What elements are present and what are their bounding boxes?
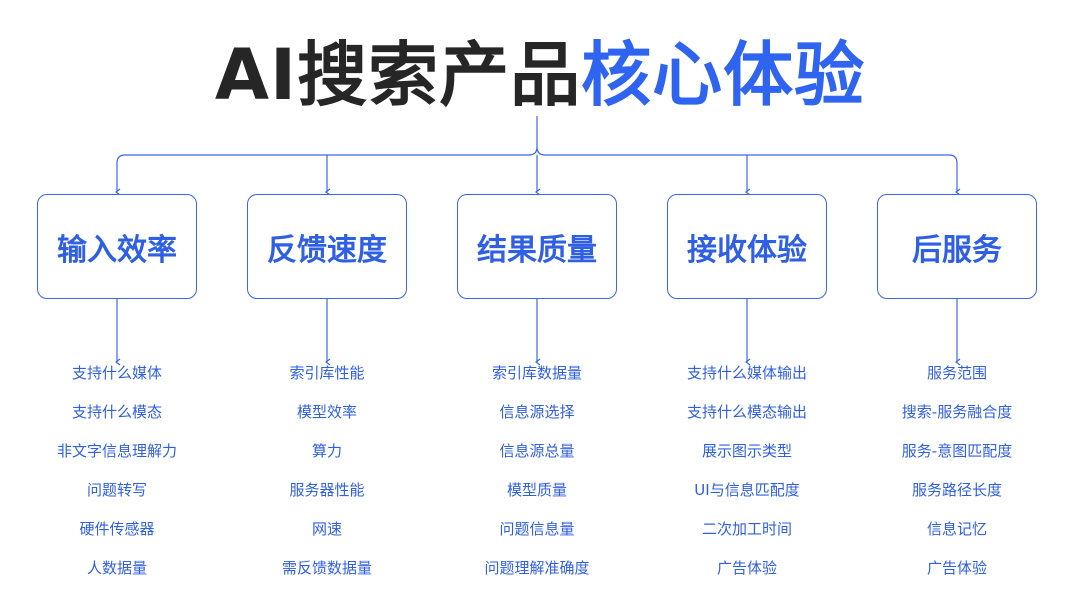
list-item: 服务范围 — [926, 364, 987, 382]
list-item: 搜索-服务融合度 — [901, 403, 1013, 421]
category-box-result-quality: 结果质量 — [457, 194, 617, 299]
list-item: UI与信息匹配度 — [694, 481, 800, 499]
list-item: 广告体验 — [716, 559, 777, 577]
category-box-after-service: 后服务 — [877, 194, 1037, 299]
list-item: 问题理解准确度 — [484, 559, 590, 577]
item-list-after-service: 服务范围搜索-服务融合度服务-意图匹配度服务路径长度信息记忆广告体验 — [857, 358, 1057, 592]
item-list-feedback-speed: 索引库性能模型效率算力服务器性能网速需反馈数据量 — [227, 358, 427, 592]
list-item: 问题转写 — [86, 481, 147, 499]
list-item: 需反馈数据量 — [281, 559, 372, 577]
item-list-input-efficiency: 支持什么媒体支持什么模态非文字信息理解力问题转写硬件传感器人数据量 — [17, 358, 217, 592]
list-item: 服务-意图匹配度 — [901, 442, 1013, 460]
category-label: 后服务 — [912, 232, 1002, 268]
list-item: 支持什么媒体 — [71, 364, 162, 382]
category-label: 结果质量 — [477, 232, 597, 268]
list-item: 硬件传感器 — [79, 520, 155, 538]
category-label: 输入效率 — [57, 232, 177, 268]
list-item: 网速 — [311, 520, 342, 538]
list-item: 信息源选择 — [499, 403, 575, 421]
item-list-receive-experience: 支持什么媒体输出支持什么模态输出展示图示类型 UI与信息匹配度二次加工时间广告体验 — [647, 358, 847, 592]
list-item: 二次加工时间 — [701, 520, 792, 538]
list-item: 信息记忆 — [926, 520, 987, 538]
list-item: 支持什么模态 — [71, 403, 162, 421]
list-item: 支持什么模态输出 — [686, 403, 807, 421]
connector-left — [115, 116, 538, 196]
category-box-receive-experience: 接收体验 — [667, 194, 827, 299]
list-item: 模型效率 — [296, 403, 357, 421]
diagram-title: AI搜索产品核心体验 — [0, 30, 1080, 120]
list-item: 广告体验 — [926, 559, 987, 577]
list-item: 模型质量 — [506, 481, 567, 499]
list-item: 问题信息量 — [499, 520, 575, 538]
category-label: 反馈速度 — [267, 232, 387, 268]
list-item: 索引库数据量 — [491, 364, 582, 382]
list-item: 展示图示类型 — [701, 442, 792, 460]
title-accent-part: 核心体验 — [581, 34, 866, 116]
list-item: 服务路径长度 — [911, 481, 1002, 499]
item-list-result-quality: 索引库数据量信息源选择信息源总量模型质量问题信息量问题理解准确度 — [437, 358, 637, 592]
list-item: 索引库性能 — [289, 364, 365, 382]
category-box-feedback-speed: 反馈速度 — [247, 194, 407, 299]
list-item: 非文字信息理解力 — [56, 442, 177, 460]
title-dark-part: AI搜索产品 — [214, 34, 582, 116]
list-item: 服务器性能 — [289, 481, 365, 499]
list-item: 算力 — [311, 442, 342, 460]
category-label: 接收体验 — [687, 232, 807, 268]
list-item: 支持什么媒体输出 — [686, 364, 807, 382]
list-item: 人数据量 — [86, 559, 147, 577]
connector-right — [536, 146, 961, 196]
category-box-input-efficiency: 输入效率 — [37, 194, 197, 299]
list-item: 信息源总量 — [499, 442, 575, 460]
